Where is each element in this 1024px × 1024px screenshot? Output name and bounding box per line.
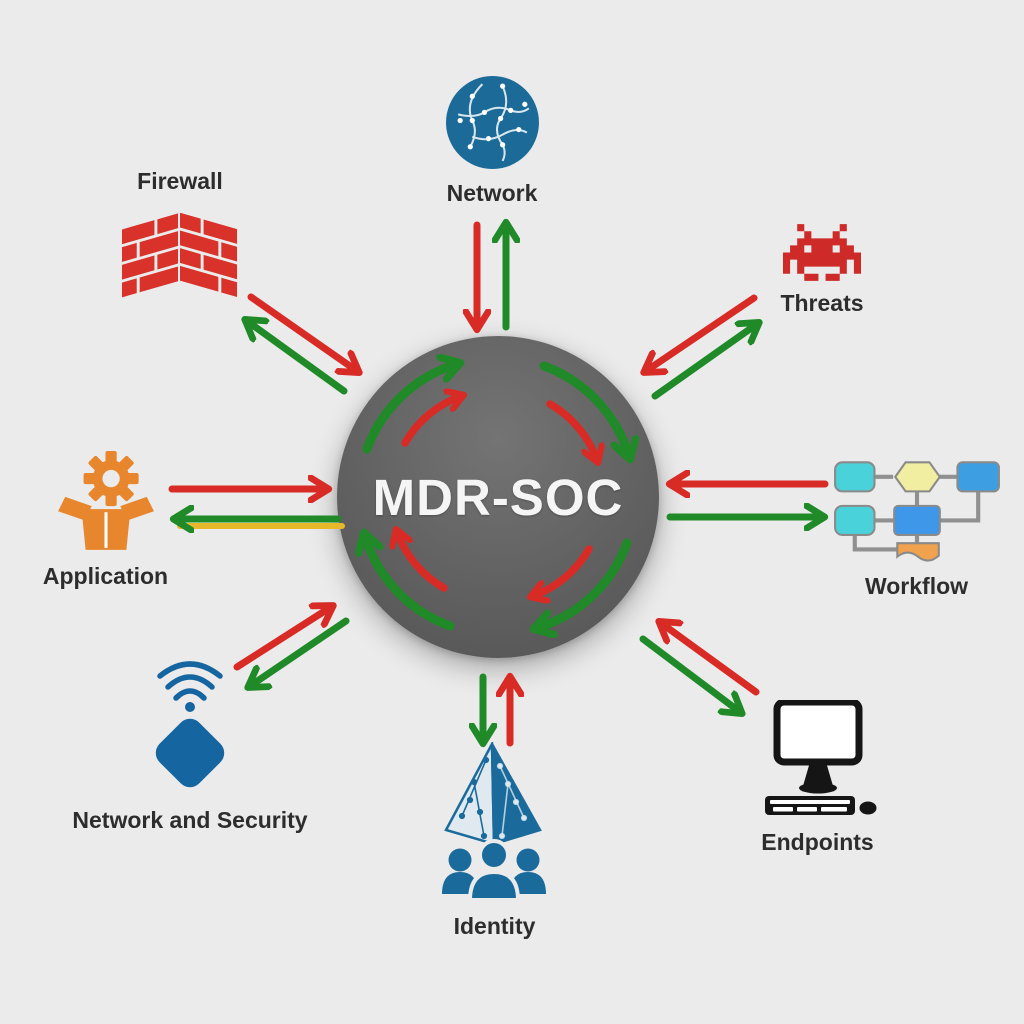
- arrow-firewall-inbound: [247, 293, 357, 371]
- hub-label: MDR-SOC: [372, 468, 624, 526]
- node-identity: Identity: [427, 742, 562, 940]
- mdr-soc-hub: MDR-SOC: [337, 336, 659, 658]
- arrow-endpoints-outbound: [639, 635, 740, 712]
- node-threats-label: Threats: [780, 290, 864, 316]
- arrow-threats-inbound: [646, 294, 758, 371]
- workflow-flowchart-icon: [833, 461, 1000, 562]
- arrow-threats-outbound: [651, 324, 757, 400]
- node-endpoints-label: Endpoints: [761, 829, 874, 855]
- threat-invader-icon: [783, 224, 861, 281]
- node-network-security-label: Network and Security: [72, 807, 308, 833]
- arrow-firewall-outbound: [247, 321, 348, 395]
- firewall-brick-icon: [121, 212, 238, 298]
- node-workflow: Workflow: [824, 454, 1009, 600]
- node-network-security: Network and Security: [72, 652, 308, 834]
- application-box-gear-icon: [57, 451, 154, 550]
- node-firewall-label: Firewall: [137, 168, 223, 194]
- arrow-network-security-outbound: [250, 617, 350, 686]
- node-network-label: Network: [446, 180, 538, 206]
- arrow-endpoints-inbound: [661, 623, 760, 696]
- endpoint-computer-icon: [764, 700, 876, 815]
- node-endpoints: Endpoints: [755, 700, 880, 856]
- wireless-device-icon: [155, 661, 225, 788]
- node-identity-label: Identity: [453, 913, 536, 939]
- node-application: Application: [38, 448, 173, 590]
- node-application-label: Application: [42, 563, 169, 589]
- node-workflow-label: Workflow: [864, 573, 969, 599]
- node-firewall: Firewall: [100, 168, 260, 307]
- identity-pyramid-people-icon: [441, 742, 546, 902]
- node-network: Network: [417, 74, 567, 207]
- node-threats: Threats: [752, 224, 892, 317]
- network-globe-icon: [445, 76, 539, 169]
